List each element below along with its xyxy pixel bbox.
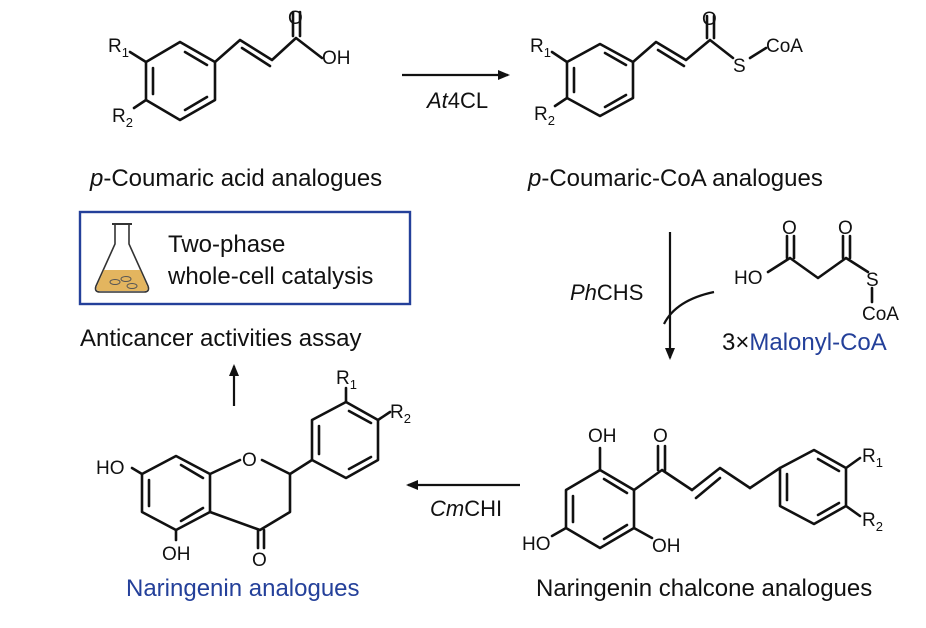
naringenin-caption: Naringenin analogues bbox=[126, 575, 360, 602]
chalcone-structure: OH O HO OH R1 R2 bbox=[522, 426, 883, 557]
hydroxyl-label: OH bbox=[588, 426, 617, 447]
sulfur-label: S bbox=[733, 56, 746, 77]
r1-label: R1 bbox=[336, 368, 357, 392]
at4cl-label: At4CL bbox=[425, 88, 488, 113]
r2-label: R2 bbox=[390, 402, 411, 426]
r2-label: R2 bbox=[862, 510, 883, 534]
oxygen-label: O bbox=[653, 426, 668, 447]
coumaric-acid-structure: O OH R1 R2 bbox=[108, 8, 351, 130]
coa-label: CoA bbox=[862, 304, 899, 325]
malonyl-coa-structure: HO O O S CoA bbox=[734, 218, 899, 325]
hydroxyl-label: HO bbox=[522, 534, 551, 555]
hydroxyl-label: HO bbox=[734, 268, 763, 289]
catalysis-box bbox=[78, 210, 412, 306]
r2-label: R2 bbox=[534, 104, 555, 128]
cmchi-label: CmCHI bbox=[430, 496, 502, 521]
hydroxyl-label: HO bbox=[96, 458, 125, 479]
ring-oxygen-label: O bbox=[242, 450, 257, 471]
oxygen-label: O bbox=[252, 550, 267, 571]
r1-label: R1 bbox=[530, 36, 551, 60]
naringenin-structure: HO O OH O R1 R2 bbox=[96, 368, 411, 571]
r1-label: R1 bbox=[862, 446, 883, 470]
oxygen-label: O bbox=[702, 9, 717, 30]
malonyl-coa-caption: 3×Malonyl-CoA bbox=[722, 329, 887, 356]
box-line1: Two-phase bbox=[168, 231, 285, 258]
phchs-label: PhCHS bbox=[570, 280, 643, 305]
oxygen-label: O bbox=[838, 218, 853, 239]
coumaric-acid-caption: p-Coumaric acid analogues bbox=[89, 165, 382, 192]
erlenmeyer-flask-icon bbox=[94, 223, 150, 293]
hydroxyl-label: OH bbox=[652, 536, 681, 557]
box-line2: whole-cell catalysis bbox=[167, 263, 373, 290]
oxygen-label: O bbox=[288, 8, 303, 29]
r1-label: R1 bbox=[108, 36, 129, 60]
malonyl-curved-arrow bbox=[663, 290, 715, 325]
coumaric-coa-structure: O S CoA R1 R2 bbox=[530, 9, 803, 128]
hydroxyl-label: OH bbox=[322, 48, 351, 69]
r2-label: R2 bbox=[112, 106, 133, 130]
hydroxyl-label: OH bbox=[162, 544, 191, 565]
coumaric-coa-caption: p-Coumaric-CoA analogues bbox=[527, 165, 823, 192]
oxygen-label: O bbox=[782, 218, 797, 239]
sulfur-label: S bbox=[866, 270, 879, 291]
coa-label: CoA bbox=[766, 36, 803, 57]
assay-caption: Anticancer activities assay bbox=[80, 325, 361, 352]
chalcone-caption: Naringenin chalcone analogues bbox=[536, 575, 872, 602]
